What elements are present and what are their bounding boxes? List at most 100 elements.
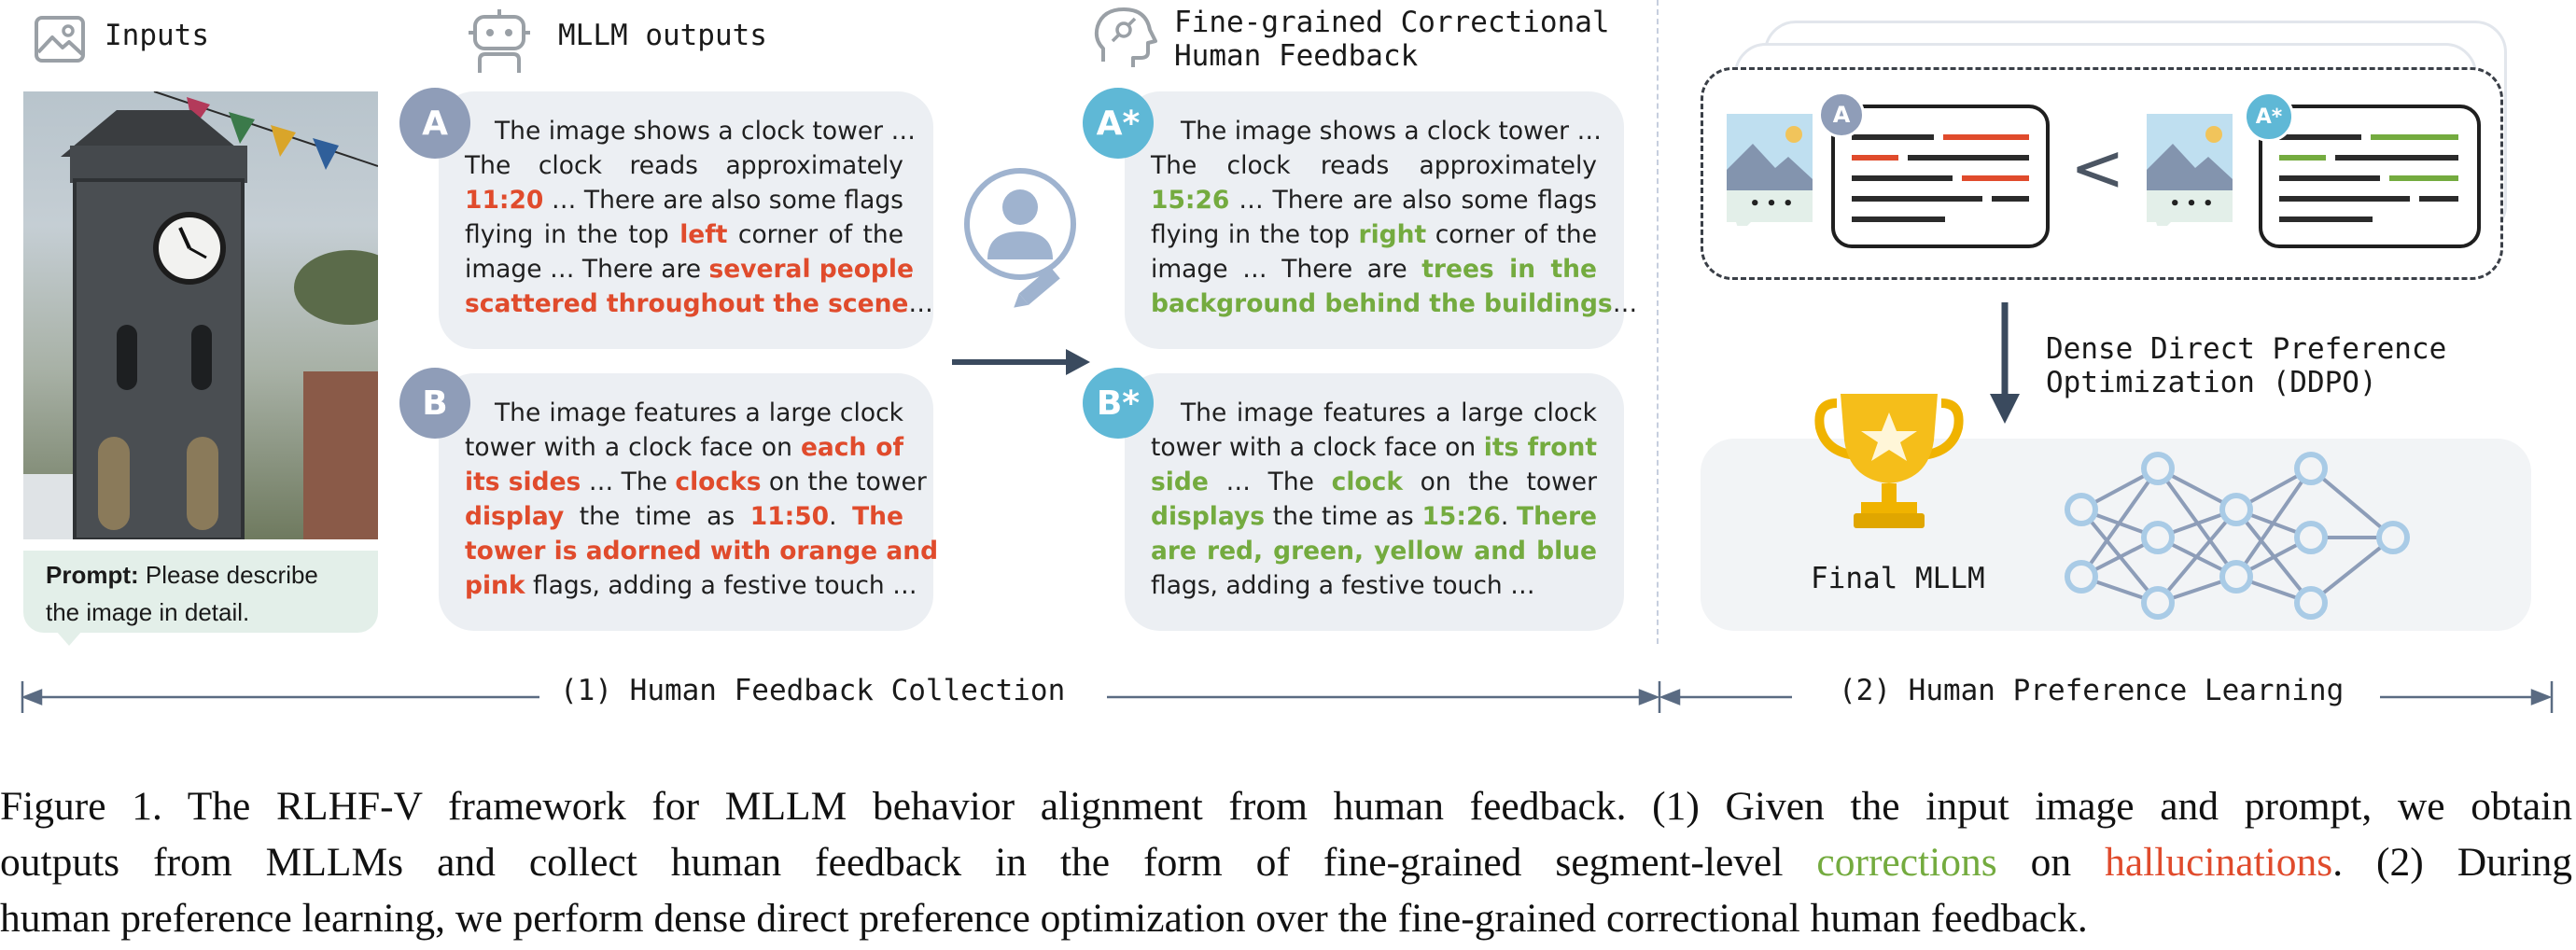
badge-b-star: B* [1083,368,1154,439]
pair-b-response-card [2259,105,2481,248]
output-b-star-line2: tower with a clock face on its front [1151,430,1597,465]
output-a-bubble [439,91,933,349]
output-b-bubble [439,373,933,631]
output-a-line2: The clock reads approximately [465,151,903,180]
pair-a-image [1727,114,1813,233]
output-a-star-line3: 15:26 … There are also some flags [1151,183,1597,217]
robot-icon [467,7,532,75]
output-b-line1: The image features a large clock [495,398,903,427]
output-b-star-line4-mid: the time as [1265,502,1422,531]
output-b-star-line5: are red, green, yellow and blue [1151,534,1597,568]
feedback-arrow [952,343,1092,381]
pair-a-dots: • • • [1749,194,1794,214]
correction-span: 15:26 [1421,502,1501,531]
human-head-icon [1090,4,1157,71]
section-divider [1657,0,1659,644]
output-b-line5: tower is adorned with orange and [465,534,938,568]
correction-span: background behind the buildings [1151,289,1613,318]
ddpo-label-line2: Optimization (DDPO) [2046,366,2377,399]
hallucination-span: pink [465,571,525,600]
output-b-line2: tower with a clock face on each of [465,430,903,465]
output-b-line4-mid: the time as [564,502,750,531]
badge-a-star: A* [1083,88,1154,159]
phase2-label: (2) Human Preference Learning [1839,674,2345,707]
output-b-star-line3-post: on the tower [1402,468,1597,496]
output-a-star-line4: flying in the top right corner of the [1151,217,1597,252]
correction-span: clock [1331,468,1403,496]
output-a-star-line5: image … There are trees in the [1151,252,1597,286]
pair-badge-a-star: A* [2244,91,2294,142]
hallucination-span: its sides [465,468,581,496]
correction-span: are red, green, yellow and blue [1151,537,1597,566]
output-b-line3-post: on the tower [761,468,927,496]
caption-line2-mid: on [1996,840,2106,885]
output-a-line1: The image shows a clock tower … [495,117,916,146]
correction-span: 15:26 [1151,186,1230,215]
output-a-line6-post: … [908,289,933,318]
correction-span: displays [1151,502,1265,531]
mllm-outputs-header: MLLM outputs [558,19,767,52]
hallucination-span: The [852,502,903,531]
hallucination-span: 11:50 [749,502,830,531]
trophy-icon [1814,386,1964,536]
phase1-label: (1) Human Feedback Collection [560,674,1066,707]
pair-a-response-card [1831,105,2050,248]
output-b-star-line4-mid2: . [1500,502,1518,531]
output-a-line3: 11:20 … There are also some flags [465,183,903,217]
final-mllm-label: Final MLLM [1811,562,1985,595]
feedback-header-line2: Human Feedback [1174,39,1419,73]
prompt-text-line2: the image in detail. [46,598,250,626]
hallucination-span: each of [800,433,904,462]
output-b-line4: display the time as 11:50. The [465,499,903,534]
output-a-star-line4-post: corner of the [1426,220,1597,249]
output-b-line3-mid: … The [581,468,676,496]
output-b-star-line4: displays the time as 15:26. There [1151,499,1597,534]
ddpo-label-line1: Dense Direct Preference [2046,332,2447,366]
clock-tower-photo [23,91,378,539]
output-b-line2-pre: tower with a clock face on [465,433,801,462]
ddpo-arrow [1986,302,2023,426]
caption-line1: Figure 1. The RLHF-V framework for MLLM … [0,784,2572,829]
pair-b-dots: • • • [2169,194,2214,214]
inputs-header: Inputs [105,19,209,52]
pair-badge-a: A [1818,91,1865,138]
feedback-header-line1: Fine-grained Correctional [1174,6,1610,39]
badge-b: B [399,368,470,439]
hallucination-span: several people [708,255,914,284]
less-than-symbol: < [2070,130,2125,206]
prompt-box: Prompt: Please describe the image in det… [23,551,378,633]
hallucination-span: 11:20 [465,186,544,215]
output-b-line6: pink flags, adding a festive touch … [465,568,917,603]
correction-span: side [1151,468,1209,496]
neural-network-icon [2050,446,2419,623]
output-b-line3: its sides … The clocks on the tower [465,465,927,499]
caption-line2-post: . (2) During [2332,840,2573,885]
hallucination-span: left [679,220,728,249]
figure-caption: Figure 1. The RLHF-V framework for MLLM … [0,778,2572,946]
output-a-star-line6: background behind the buildings… [1151,286,1637,321]
output-a-star-line4-pre: flying in the top [1151,220,1359,249]
inputs-icon [34,15,88,65]
hallucination-span: clocks [675,468,762,496]
annotator-icon [959,166,1081,334]
output-a-star-line1: The image shows a clock tower … [1181,117,1602,146]
correction-span: right [1358,220,1427,249]
output-b-star-line2-pre: tower with a clock face on [1151,433,1484,462]
hallucination-span: scattered throughout the scene [465,289,909,318]
badge-a: A [399,88,470,159]
hallucination-span: tower is adorned with orange and [465,537,939,566]
pair-b-image [2147,114,2233,233]
output-a-line4-pre: flying in the top [465,220,680,249]
output-a-star-text: The image shows a clock tower … The cloc… [1151,114,1637,321]
output-a-line6: scattered throughout the scene… [465,286,933,321]
caption-corrections: corrections [1816,840,1997,885]
output-b-star-line1: The image features a large clock [1181,398,1597,427]
hallucination-span: display [465,502,565,531]
caption-line3: human preference learning, we perform de… [0,896,2088,941]
prompt-tail [56,631,82,646]
output-a-line5: image … There are several people [465,252,914,286]
output-a-line3-rest: … There are also some flags [543,186,903,215]
output-a-line4-post: corner of the [727,220,904,249]
output-b-star-line3: side … The clock on the tower [1151,465,1597,499]
output-a-star-bubble [1125,91,1624,349]
